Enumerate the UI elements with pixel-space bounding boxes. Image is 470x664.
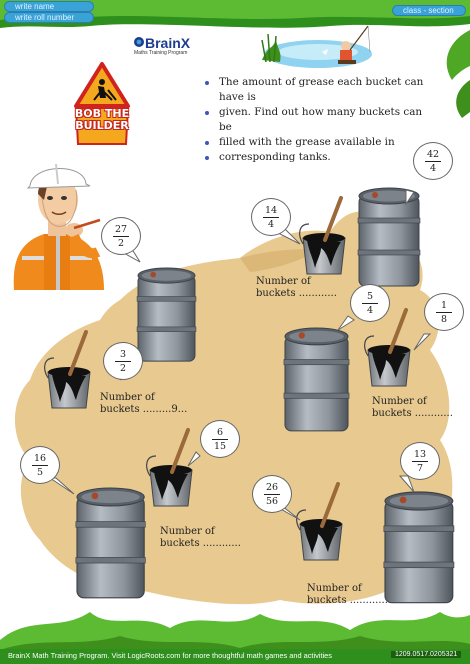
roll-number-field[interactable]: write roll number [4, 12, 94, 23]
answer-label[interactable]: Number of buckets ............ [372, 396, 453, 420]
brand-name: BrainX [145, 35, 191, 51]
name-field[interactable]: write name [4, 1, 94, 12]
fraction-bubble: 1 8 [424, 293, 464, 331]
numerator: 6 [216, 426, 224, 438]
barrel [283, 327, 350, 432]
barrel [75, 487, 146, 599]
bucket [294, 482, 344, 562]
denominator: 2 [117, 237, 125, 249]
numerator: 16 [33, 452, 47, 464]
barrel [383, 491, 455, 604]
footer-bar [0, 649, 470, 664]
builder-character-illustration [13, 163, 105, 290]
numerator: 27 [114, 223, 128, 235]
answer-label[interactable]: Number of buckets .........9... [100, 392, 187, 416]
denominator: 8 [440, 313, 448, 325]
answer-line-1: Number of [160, 526, 215, 537]
numerator: 5 [366, 290, 374, 302]
answer-label[interactable]: Number of buckets ............ [307, 583, 388, 607]
instruction-line: filled with the grease available in [203, 135, 433, 150]
fraction-bubble: 16 5 [20, 446, 60, 484]
numerator: 3 [119, 348, 127, 360]
fraction-bubble: 14 4 [251, 198, 291, 236]
denominator: 15 [213, 440, 227, 452]
bucket [42, 330, 92, 410]
numerator: 13 [413, 448, 427, 460]
barrel [357, 187, 421, 287]
denominator: 4 [366, 304, 374, 316]
fraction-bubble: 13 7 [400, 442, 440, 480]
footer-text: BrainX Math Training Program. Visit Logi… [8, 651, 332, 660]
instruction-line: corresponding tanks. [203, 150, 433, 165]
class-section-field[interactable]: class - section [392, 5, 466, 16]
answer-label[interactable]: Number of buckets ............ [160, 526, 241, 550]
answer-line-1: Number of [256, 276, 311, 287]
fraction-bubble: 6 15 [200, 420, 240, 458]
construction-sign-icon [74, 62, 130, 145]
denominator: 7 [416, 462, 424, 474]
instruction-line: given. Find out how many buckets can be [203, 105, 433, 135]
numerator: 14 [264, 204, 278, 216]
answer-line-2: buckets ............ [256, 288, 337, 299]
denominator: 4 [429, 162, 437, 174]
sign-line-2: BUILDER [75, 119, 129, 132]
denominator: 2 [119, 362, 127, 374]
sign-title: BOB THE BUILDER [72, 108, 132, 132]
numerator: 42 [426, 148, 440, 160]
instruction-line: The amount of grease each bucket can hav… [203, 75, 433, 105]
denominator: 5 [36, 466, 44, 478]
answer-line-2: buckets ............ [160, 538, 241, 549]
fraction-bubble: 26 56 [252, 475, 292, 513]
answer-line-2: buckets ............ [307, 595, 388, 606]
answer-line-1: Number of [307, 583, 362, 594]
instructions: The amount of grease each bucket can hav… [203, 75, 433, 165]
denominator: 56 [265, 495, 279, 507]
answer-line-2: buckets .........9... [100, 404, 188, 415]
answer-line-1: Number of [372, 396, 427, 407]
brand-tagline: Maths Training Program [134, 50, 188, 56]
numerator: 26 [265, 481, 279, 493]
numerator: 1 [440, 299, 448, 311]
fraction-bubble: 3 2 [103, 342, 143, 380]
answer-label[interactable]: Number of buckets ............ [256, 276, 337, 300]
barrel [136, 267, 197, 362]
fraction-bubble: 42 4 [413, 142, 453, 180]
bucket [144, 428, 194, 508]
bucket [297, 196, 347, 276]
brainx-logo-icon [134, 37, 144, 47]
fishing-scene-illustration [261, 25, 372, 68]
answer-line-2: buckets ............ [372, 408, 453, 419]
fraction-bubble: 5 4 [350, 284, 390, 322]
sign-line-1: BOB THE [74, 107, 130, 120]
answer-line-1: Number of [100, 392, 155, 403]
footer-code: 1209.0517.0205321 [391, 651, 462, 658]
denominator: 4 [267, 218, 275, 230]
fraction-bubble: 27 2 [101, 217, 141, 255]
